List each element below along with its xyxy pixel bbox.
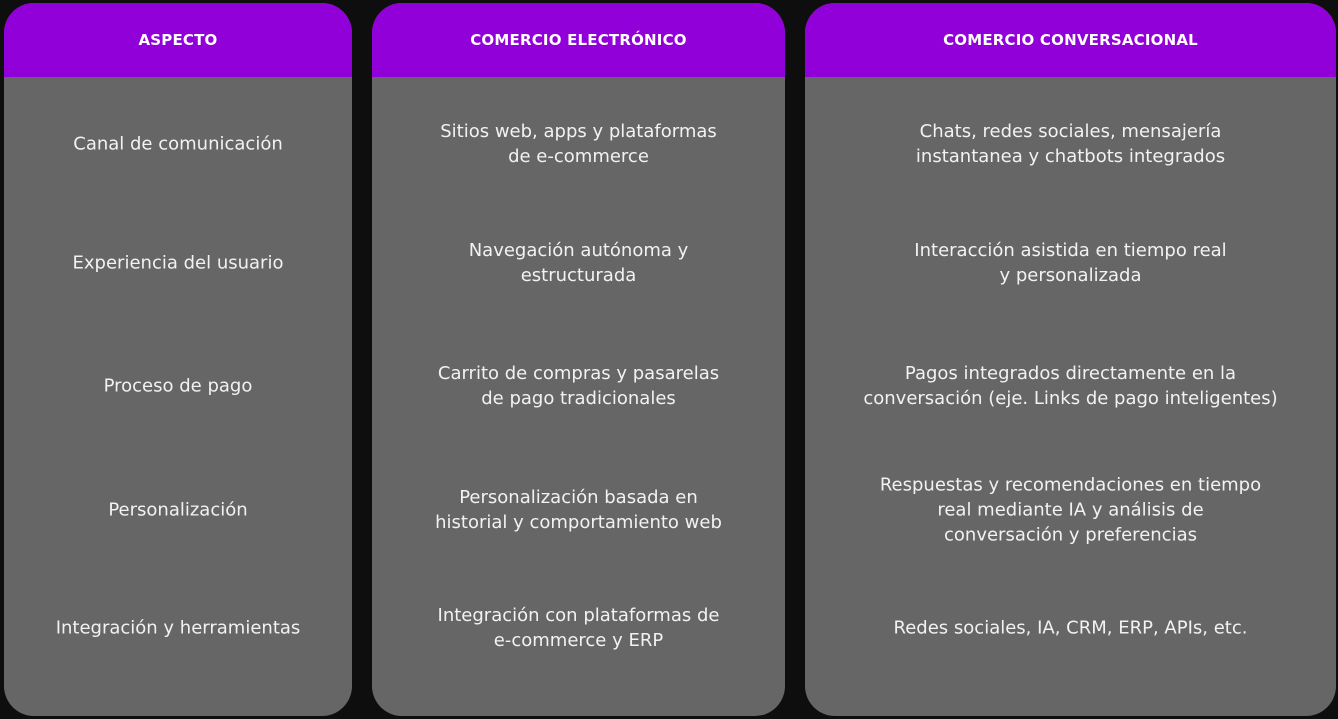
table-cell: Integración y herramientas (4, 616, 352, 641)
cell-text-line: Respuestas y recomendaciones en tiempo (879, 474, 1262, 496)
cell-text-line: Integración con plataformas de (437, 605, 720, 626)
table-cell: Personalización (4, 498, 352, 523)
table-cell: Interacción asistida en tiempo real y per… (805, 238, 1336, 288)
table-cell: Sitios web, apps y plataformas de e-comme… (372, 119, 785, 169)
cell-text-line: conversación (eje. Links de pago intelig… (863, 388, 1278, 409)
column-header: COMERCIO CONVERSACIONAL (805, 3, 1336, 77)
table-cell: Redes sociales, IA, CRM, ERP, APIs, etc. (805, 616, 1336, 641)
table-cell: Experiencia del usuario (4, 251, 352, 276)
cell-text-line: Interacción asistida en tiempo real (914, 240, 1227, 261)
column-ecommerce: COMERCIO ELECTRÓNICO Sitios web, apps y p… (372, 3, 785, 716)
cell-text-line: Carrito de compras y pasarelas (437, 363, 720, 384)
table-cell: Navegación autónoma y estructurada (372, 238, 785, 288)
cell-text-line: Sitios web, apps y plataformas (440, 121, 717, 142)
cell-text-line: de pago tradicionales (481, 388, 676, 409)
cell-text-line: Personalización (108, 499, 248, 521)
cell-text-line: instantanea y chatbots integrados (915, 146, 1226, 167)
cell-text-line: conversación y preferencias (944, 524, 1197, 546)
cell-text-line: Proceso de pago (103, 375, 253, 397)
column-header: ASPECTO (4, 3, 352, 77)
table-cell: Respuestas y recomendaciones en tiempo re… (805, 473, 1336, 548)
column-header: COMERCIO ELECTRÓNICO (372, 3, 785, 77)
table-cell: Canal de comunicación (4, 132, 352, 157)
table-cell: Pagos integrados directamente en la conve… (805, 361, 1336, 411)
table-cell: Carrito de compras y pasarelas de pago tr… (372, 361, 785, 411)
column-conversational: COMERCIO CONVERSACIONAL Chats, redes soci… (805, 3, 1336, 716)
cell-text-line: Integración y herramientas (55, 617, 301, 639)
cell-text-line: de e-commerce (508, 146, 649, 167)
cell-text-line: e-commerce y ERP (493, 630, 664, 651)
cell-text-line: real mediante IA y análisis de (937, 499, 1204, 521)
table-cell: Personalización basada en historial y com… (372, 485, 785, 535)
cell-text-line: Redes sociales, IA, CRM, ERP, APIs, etc. (893, 617, 1248, 639)
table-cell: Chats, redes sociales, mensajería instant… (805, 119, 1336, 169)
cell-text-line: Personalización basada en (459, 487, 698, 508)
cell-text-line: estructurada (520, 265, 637, 286)
table-cell: Integración con plataformas de e-commerce… (372, 603, 785, 653)
cell-text-line: Experiencia del usuario (72, 252, 284, 274)
table-cell: Proceso de pago (4, 374, 352, 399)
cell-text-line: Chats, redes sociales, mensajería (919, 121, 1222, 142)
cell-text-line: Pagos integrados directamente en la (904, 363, 1237, 384)
cell-text-line: historial y comportamiento web (435, 512, 722, 533)
cell-text-line: Canal de comunicación (73, 133, 283, 155)
cell-text-line: Navegación autónoma y (468, 240, 689, 261)
cell-text-line: y personalizada (999, 265, 1142, 286)
